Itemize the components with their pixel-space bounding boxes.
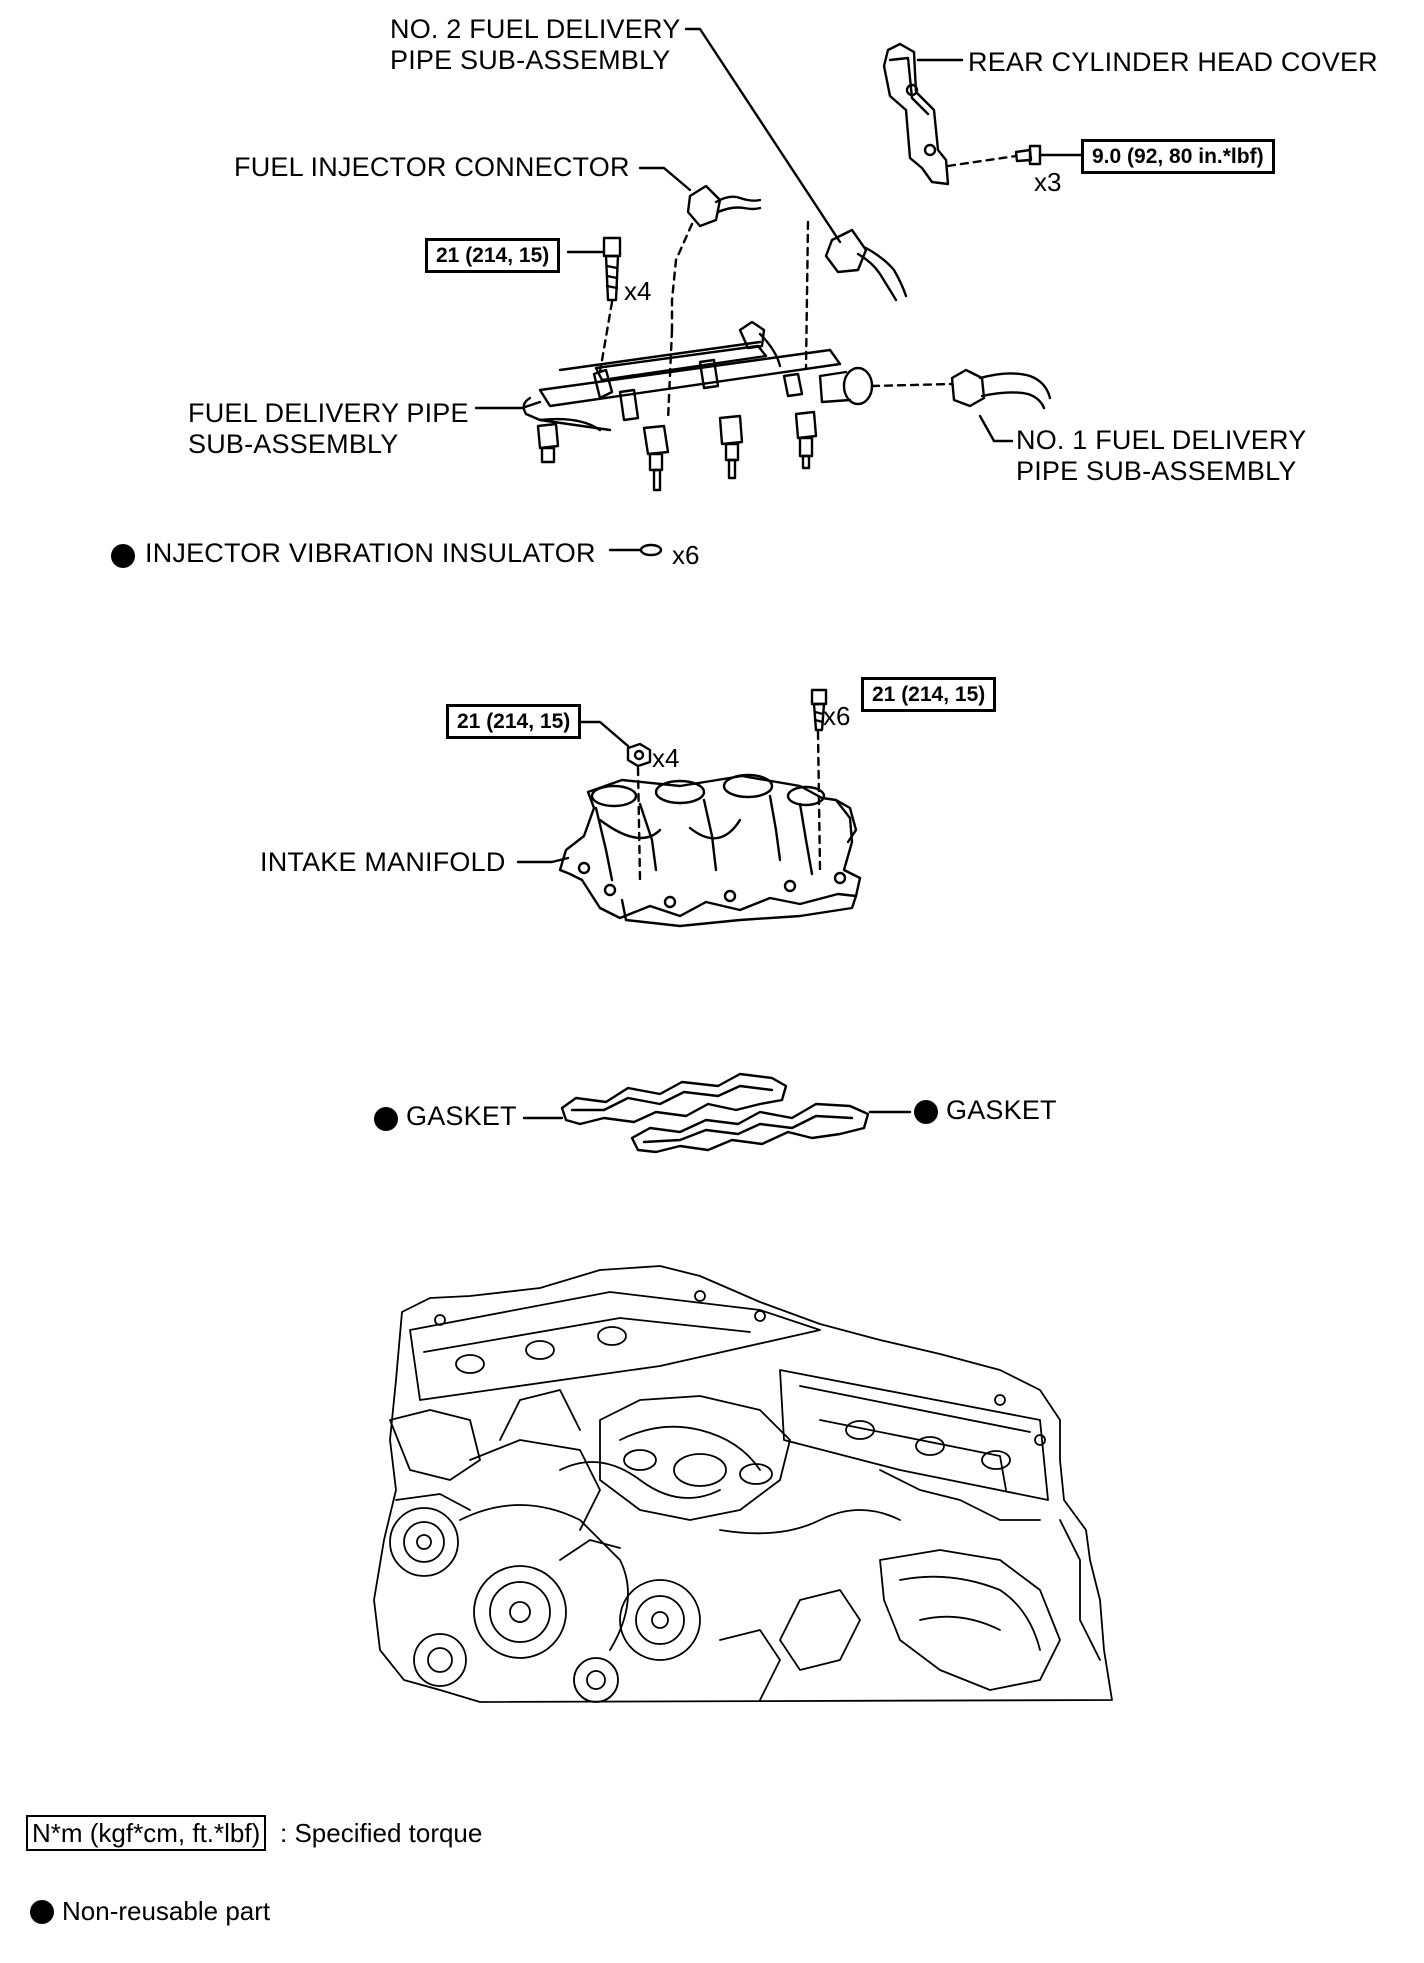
- legend-nonreusable-text: Non-reusable part: [62, 1896, 271, 1926]
- manifold-nut-qty: x4: [652, 743, 680, 773]
- delivery-pipe-bolt-torque: 21 (214, 15): [425, 238, 561, 273]
- intake-manifold-drawing: [558, 773, 862, 928]
- no2-pipe-label-line1: NO. 2 FUEL DELIVERY: [390, 14, 681, 44]
- manifold-bolt-qty: x6: [823, 701, 851, 731]
- nut-torque-leader: [577, 720, 630, 748]
- rear-cover-bolt-torque: 9.0 (92, 80 in.*lbf): [1081, 139, 1275, 174]
- no2-fuel-delivery-pipe-drawing: [824, 228, 908, 302]
- legend-torque-box: N*m (kgf*cm, ft.*lbf): [26, 1815, 267, 1851]
- cover-bolt-drawing: [946, 144, 1084, 168]
- gasket-left-label: GASKET: [406, 1101, 517, 1131]
- no2-pipe-leader: [684, 27, 842, 244]
- delivery-pipe-leader: [474, 400, 542, 410]
- manifold-bolt-torque: 21 (214, 15): [861, 677, 997, 712]
- insulator-drawing: [639, 543, 663, 557]
- engine-block-drawing: [373, 1265, 1113, 1703]
- nonreusable-dot-icon: [111, 544, 135, 568]
- legend-torque-text: : Specified torque: [280, 1818, 483, 1848]
- manifold-nut-drawing: [626, 742, 652, 882]
- delivery-pipe-label-line1: FUEL DELIVERY PIPE: [188, 398, 469, 428]
- guide-line: [804, 220, 810, 370]
- no1-fuel-delivery-pipe-drawing: [950, 368, 1052, 410]
- legend-nonreusable-dot-icon: [30, 1900, 54, 1924]
- injector-vibration-insulator-label: INJECTOR VIBRATION INSULATOR: [145, 538, 596, 568]
- delivery-pipe-bolt-drawing: [598, 236, 622, 374]
- intake-manifold-label: INTAKE MANIFOLD: [260, 847, 506, 877]
- gasket-right-drawing: [630, 1102, 870, 1154]
- rear-cylinder-head-cover-drawing: [882, 42, 964, 186]
- no2-pipe-label-line2: PIPE SUB-ASSEMBLY: [390, 45, 671, 75]
- fuel-delivery-pipe-drawing: [522, 320, 954, 492]
- no1-pipe-label-line1: NO. 1 FUEL DELIVERY: [1016, 425, 1307, 455]
- no1-pipe-label-line2: PIPE SUB-ASSEMBLY: [1016, 456, 1297, 486]
- fuel-injector-connector-label: FUEL INJECTOR CONNECTOR: [234, 152, 630, 182]
- fuel-injector-connector-drawing: [670, 184, 762, 332]
- connector-leader: [638, 166, 692, 192]
- fuel-delivery-pipe-label: FUEL DELIVERY PIPE SUB-ASSEMBLY: [188, 398, 469, 460]
- delivery-pipe-label-line2: SUB-ASSEMBLY: [188, 429, 399, 459]
- gasket-right-label: GASKET: [946, 1095, 1057, 1125]
- no2-fuel-delivery-pipe-label: NO. 2 FUEL DELIVERY PIPE SUB-ASSEMBLY: [390, 14, 680, 76]
- manifold-leader: [516, 856, 570, 864]
- no1-fuel-delivery-pipe-label: NO. 1 FUEL DELIVERY PIPE SUB-ASSEMBLY: [1016, 425, 1306, 487]
- no1-pipe-leader: [978, 414, 1014, 443]
- gasket-right-nonreusable-icon: [914, 1100, 938, 1124]
- gasket-left-nonreusable-icon: [374, 1107, 398, 1131]
- delivery-pipe-bolt-qty: x4: [624, 276, 652, 306]
- insulator-qty: x6: [672, 540, 700, 570]
- rear-cover-bolt-qty: x3: [1034, 167, 1062, 197]
- manifold-nut-torque: 21 (214, 15): [446, 704, 582, 739]
- gasket-left-drawing: [560, 1072, 788, 1126]
- rear-cylinder-head-cover-label: REAR CYLINDER HEAD COVER: [968, 47, 1378, 77]
